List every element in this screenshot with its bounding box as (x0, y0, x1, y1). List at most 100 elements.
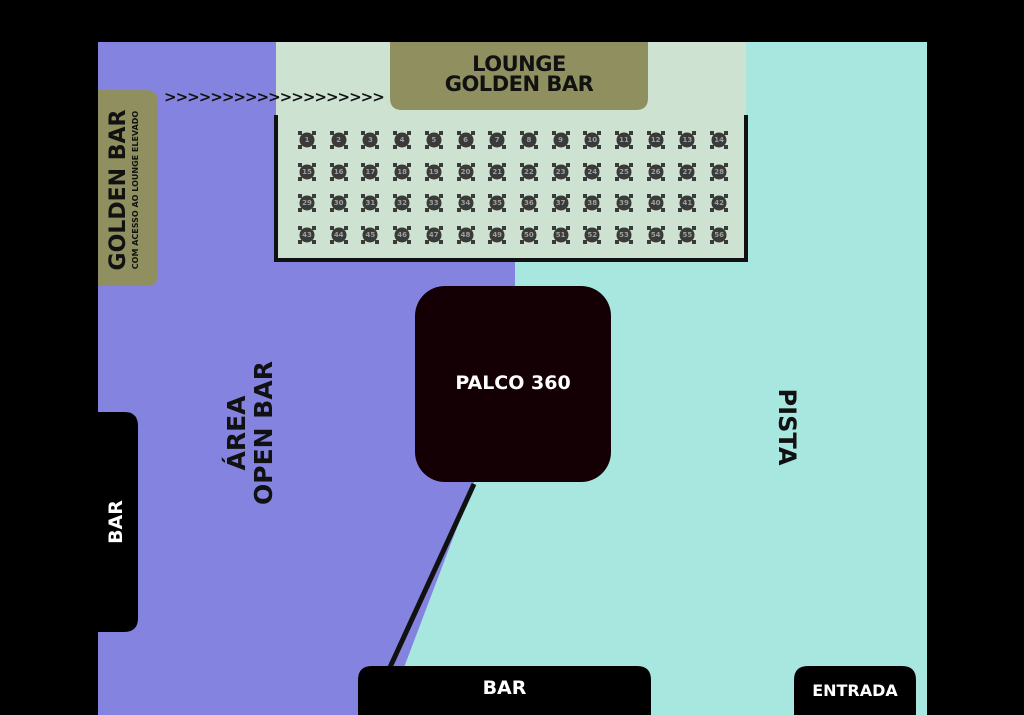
table-icon (488, 162, 507, 181)
table-number: 26 (650, 167, 661, 176)
table-19[interactable]: 19 (424, 162, 444, 182)
table-55[interactable]: 55 (677, 225, 697, 245)
table-37[interactable]: 37 (551, 193, 571, 213)
table-48[interactable]: 48 (456, 225, 476, 245)
table-number: 42 (714, 199, 724, 208)
pista-label: PISTA (773, 388, 801, 466)
open-bar-line2: OPEN BAR (249, 361, 278, 505)
table-icon (519, 194, 538, 213)
table-number: 20 (460, 167, 471, 176)
table-30[interactable]: 30 (329, 193, 349, 213)
table-3[interactable]: 3 (360, 130, 380, 150)
table-icon (424, 131, 443, 149)
table-icon (488, 194, 507, 213)
table-38[interactable]: 38 (582, 193, 602, 213)
table-47[interactable]: 47 (424, 225, 444, 245)
table-42[interactable]: 42 (709, 193, 729, 213)
table-34[interactable]: 34 (456, 193, 476, 213)
table-7[interactable]: 7 (487, 130, 507, 150)
table-36[interactable]: 36 (519, 193, 539, 213)
stage-label: PALCO 360 (455, 372, 571, 394)
table-4[interactable]: 4 (392, 130, 412, 150)
table-46[interactable]: 46 (392, 225, 412, 245)
table-17[interactable]: 17 (360, 162, 380, 182)
table-icon (583, 162, 602, 181)
table-number: 38 (587, 199, 598, 208)
table-5[interactable]: 5 (424, 130, 444, 150)
table-icon (710, 162, 729, 181)
table-number: 2 (336, 136, 342, 144)
table-icon (615, 162, 633, 181)
table-number: 54 (650, 231, 661, 240)
table-45[interactable]: 45 (360, 225, 380, 245)
table-icon (551, 162, 570, 181)
table-6[interactable]: 6 (456, 130, 476, 150)
table-icon (488, 131, 507, 149)
table-icon (456, 131, 475, 149)
table-53[interactable]: 53 (614, 225, 634, 245)
table-number: 48 (460, 231, 471, 240)
table-number: 14 (714, 136, 724, 144)
table-28[interactable]: 28 (709, 162, 729, 182)
table-29[interactable]: 29 (297, 193, 317, 213)
table-number: 49 (492, 231, 503, 240)
table-number: 53 (619, 231, 629, 240)
table-26[interactable]: 26 (646, 162, 666, 182)
table-22[interactable]: 22 (519, 162, 539, 182)
table-icon (424, 162, 443, 181)
table-40[interactable]: 40 (646, 193, 666, 213)
table-number: 6 (463, 136, 468, 144)
table-icon (329, 194, 348, 213)
table-54[interactable]: 54 (646, 225, 666, 245)
table-icon (456, 194, 475, 213)
table-number: 15 (302, 167, 312, 176)
table-icon (456, 226, 475, 245)
table-number: 45 (365, 231, 376, 240)
table-number: 12 (650, 136, 661, 144)
table-49[interactable]: 49 (487, 225, 507, 245)
table-31[interactable]: 31 (360, 193, 380, 213)
table-18[interactable]: 18 (392, 162, 412, 182)
table-41[interactable]: 41 (677, 193, 697, 213)
table-12[interactable]: 12 (646, 130, 666, 150)
table-50[interactable]: 50 (519, 225, 539, 245)
table-icon (424, 194, 443, 213)
table-8[interactable]: 8 (519, 130, 539, 150)
table-11[interactable]: 11 (614, 130, 634, 150)
table-27[interactable]: 27 (677, 162, 697, 182)
table-52[interactable]: 52 (582, 225, 602, 245)
bar-bottom-label: BAR (482, 677, 527, 699)
table-16[interactable]: 16 (329, 162, 349, 182)
table-10[interactable]: 10 (582, 130, 602, 150)
table-33[interactable]: 33 (424, 193, 444, 213)
table-icon (519, 162, 538, 181)
table-1[interactable]: 1 (297, 130, 317, 150)
table-icon (298, 226, 316, 245)
table-2[interactable]: 2 (329, 130, 349, 150)
golden-bar-box (98, 90, 158, 286)
table-icon (519, 131, 538, 149)
table-number: 39 (619, 199, 629, 208)
table-icon (393, 131, 412, 149)
table-number: 51 (555, 231, 566, 240)
table-icon (456, 162, 475, 181)
table-32[interactable]: 32 (392, 193, 412, 213)
table-number: 33 (428, 199, 439, 208)
table-44[interactable]: 44 (329, 225, 349, 245)
table-9[interactable]: 9 (551, 130, 571, 150)
table-23[interactable]: 23 (551, 162, 571, 182)
table-35[interactable]: 35 (487, 193, 507, 213)
table-25[interactable]: 25 (614, 162, 634, 182)
table-15[interactable]: 15 (297, 162, 317, 182)
table-14[interactable]: 14 (709, 130, 729, 150)
table-24[interactable]: 24 (582, 162, 602, 182)
table-43[interactable]: 43 (297, 225, 317, 245)
table-56[interactable]: 56 (709, 225, 729, 245)
table-39[interactable]: 39 (614, 193, 634, 213)
table-20[interactable]: 20 (456, 162, 476, 182)
divider-line (383, 482, 477, 678)
table-51[interactable]: 51 (551, 225, 571, 245)
table-13[interactable]: 13 (677, 130, 697, 150)
table-icon (519, 226, 538, 245)
table-21[interactable]: 21 (487, 162, 507, 182)
